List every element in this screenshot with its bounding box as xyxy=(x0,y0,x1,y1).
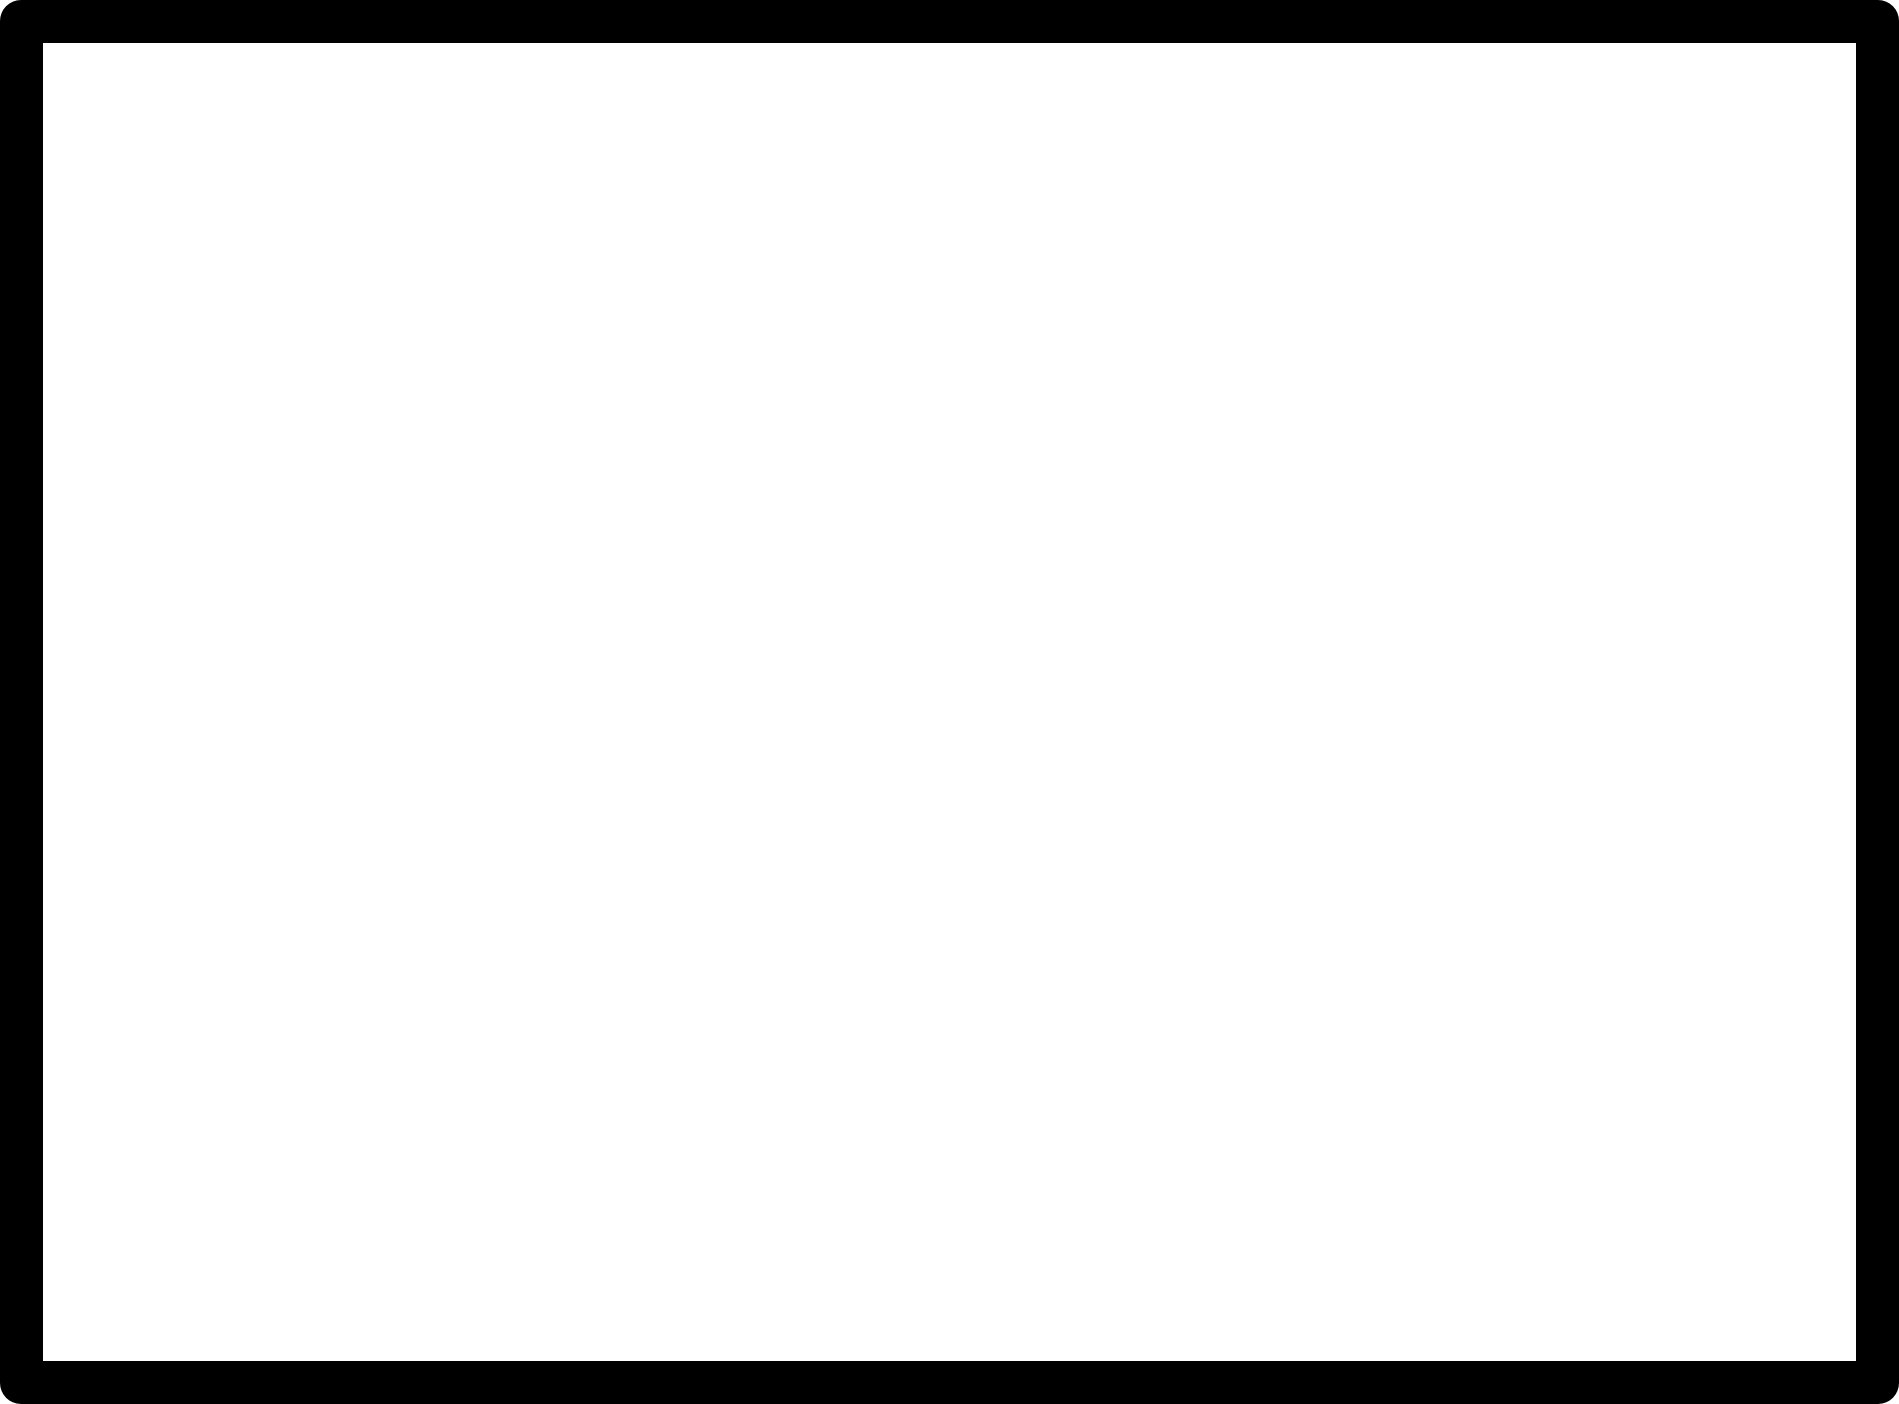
blank-content-area xyxy=(43,43,1856,1361)
